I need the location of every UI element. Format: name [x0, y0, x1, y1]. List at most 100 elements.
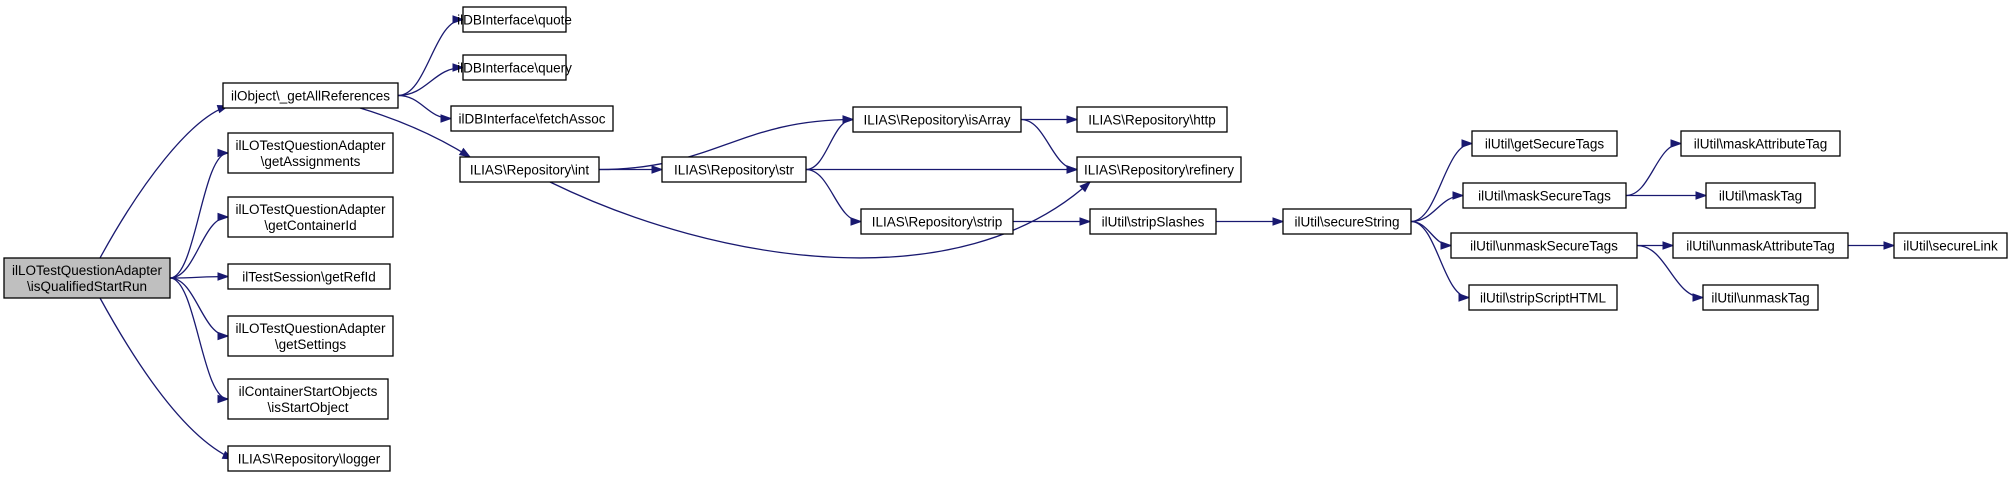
function-node-unmaskAttributeTag[interactable]: ilUtil\unmaskAttributeTag [1672, 232, 1849, 259]
node-label: ilUtil\secureLink [1903, 239, 1998, 254]
edge-line [397, 94, 452, 120]
node-label: \getContainerId [264, 218, 356, 233]
edge-arrowhead [1066, 165, 1079, 174]
edge-unmaskAttributeTag-to-secureLink [1847, 241, 1896, 250]
function-node-isStartObject[interactable]: ilContainerStartObjects\isStartObject [227, 378, 389, 420]
function-node-getRefId[interactable]: ilTestSession\getRefId [227, 263, 391, 290]
function-node-secureString[interactable]: ilUtil\secureString [1282, 208, 1412, 235]
function-node-refinery[interactable]: ILIAS\Repository\refinery [1076, 156, 1242, 183]
node-box [1680, 130, 1841, 157]
edge-arrowhead [452, 63, 465, 72]
node-label: ilLOTestQuestionAdapter [12, 263, 163, 278]
edge-secureString-to-maskSecureTags [1410, 191, 1465, 223]
function-node-strip[interactable]: ILIAS\Repository\strip [860, 208, 1014, 235]
node-box [227, 132, 394, 174]
edge-arrowhead [217, 272, 230, 281]
node-label: ilUtil\unmaskAttributeTag [1686, 239, 1835, 254]
call-graph-nodes: ilLOTestQuestionAdapter\isQualifiedStart… [3, 6, 2008, 472]
node-label: ILIAS\Repository\int [470, 163, 590, 178]
node-label: ilUtil\stripSlashes [1102, 215, 1205, 230]
node-box [1702, 284, 1819, 311]
edge-arrowhead [1695, 191, 1708, 200]
function-node-getAllReferences[interactable]: ilObject\_getAllReferences [222, 82, 399, 109]
node-label: ILIAS\Repository\refinery [1084, 163, 1234, 178]
node-label: ilLOTestQuestionAdapter [235, 138, 386, 153]
edge-maskSecureTags-to-maskAttributeTag [1625, 139, 1683, 197]
function-node-secureLink[interactable]: ilUtil\secureLink [1893, 232, 2008, 259]
function-node-fetchAssoc[interactable]: ilDBInterface\fetchAssoc [450, 105, 614, 132]
edge-line [169, 277, 229, 400]
node-box [462, 54, 567, 81]
function-node-getSecureTags[interactable]: ilUtil\getSecureTags [1471, 130, 1618, 157]
node-label: ilUtil\maskAttributeTag [1694, 137, 1828, 152]
edge-arrowhead [217, 148, 230, 158]
function-node-getAssignments[interactable]: ilLOTestQuestionAdapter\getAssignments [227, 132, 394, 174]
node-box [1282, 208, 1412, 235]
node-label: \getSettings [275, 337, 347, 352]
edge-str-to-isArray [805, 115, 855, 171]
node-label: ilUtil\unmaskTag [1711, 291, 1809, 306]
function-node-logger[interactable]: ILIAS\Repository\logger [227, 445, 391, 472]
node-label: ILIAS\Repository\isArray [863, 113, 1010, 128]
node-box [1705, 182, 1816, 209]
edge-line [169, 152, 229, 279]
edge-arrowhead [1461, 139, 1474, 148]
node-label: ilUtil\maskSecureTags [1478, 189, 1611, 204]
node-label: \isQualifiedStartRun [27, 279, 147, 294]
node-box [1076, 106, 1228, 133]
node-label: ilTestSession\getRefId [242, 270, 376, 285]
function-node-stripSlashes[interactable]: ilUtil\stripSlashes [1089, 208, 1217, 235]
function-node-str[interactable]: ILIAS\Repository\str [661, 156, 807, 183]
root-function-node[interactable]: ilLOTestQuestionAdapter\isQualifiedStart… [3, 257, 171, 299]
edge-arrowhead [1458, 293, 1471, 302]
function-node-maskSecureTags[interactable]: ilUtil\maskSecureTags [1462, 182, 1627, 209]
edge-arrowhead [1670, 139, 1683, 148]
edge-root-to-getSettings [169, 277, 230, 341]
edge-root-to-getContainerId [169, 212, 230, 279]
edge-str-to-refinery [806, 165, 1079, 174]
edge-secureString-to-unmaskSecureTags [1410, 220, 1453, 250]
node-label: ILIAS\Repository\strip [872, 215, 1003, 230]
edge-getAllReferences-to-int [359, 107, 472, 158]
node-label: ilObject\_getAllReferences [231, 89, 390, 104]
edge-line [169, 277, 229, 337]
edge-arrowhead [1272, 217, 1285, 226]
node-label: ILIAS\Repository\str [674, 163, 795, 178]
function-node-int[interactable]: ILIAS\Repository\int [459, 156, 600, 183]
edge-root-to-isStartObject [169, 277, 230, 404]
function-node-http[interactable]: ILIAS\Repository\http [1076, 106, 1228, 133]
edge-getAllReferences-to-query [397, 63, 465, 97]
edge-arrowhead [458, 147, 472, 158]
edge-arrowhead [1079, 181, 1092, 193]
edge-arrowhead [651, 165, 664, 174]
node-box [222, 82, 399, 109]
edge-arrowhead [842, 115, 855, 124]
edge-arrowhead [850, 217, 863, 226]
function-node-stripScriptHTML[interactable]: ilUtil\stripScriptHTML [1468, 284, 1618, 311]
function-node-query[interactable]: ilDBInterface\query [457, 54, 572, 81]
node-box [1076, 156, 1242, 183]
node-box [459, 156, 600, 183]
edge-line [805, 118, 854, 171]
edge-line [169, 216, 229, 279]
edge-arrowhead [217, 212, 230, 222]
function-node-maskAttributeTag[interactable]: ilUtil\maskAttributeTag [1680, 130, 1841, 157]
node-box [1471, 130, 1618, 157]
function-node-getSettings[interactable]: ilLOTestQuestionAdapter\getSettings [227, 315, 394, 357]
edge-strip-to-stripSlashes [1013, 217, 1092, 226]
function-node-unmaskTag[interactable]: ilUtil\unmaskTag [1702, 284, 1819, 311]
function-node-quote[interactable]: ilDBInterface\quote [457, 6, 572, 33]
edge-line [397, 66, 464, 97]
function-node-getContainerId[interactable]: ilLOTestQuestionAdapter\getContainerId [227, 196, 394, 238]
edge-line [397, 18, 464, 97]
edge-line [805, 168, 862, 223]
edge-arrowhead [217, 331, 230, 341]
edge-arrowhead [1452, 191, 1465, 200]
function-node-isArray[interactable]: ILIAS\Repository\isArray [852, 106, 1022, 133]
function-node-unmaskSecureTags[interactable]: ilUtil\unmaskSecureTags [1450, 232, 1638, 259]
edge-line [598, 118, 854, 171]
edge-unmaskSecureTags-to-unmaskTag [1636, 244, 1705, 302]
function-node-maskTag[interactable]: ilUtil\maskTag [1705, 182, 1816, 209]
edge-line [549, 181, 1091, 259]
